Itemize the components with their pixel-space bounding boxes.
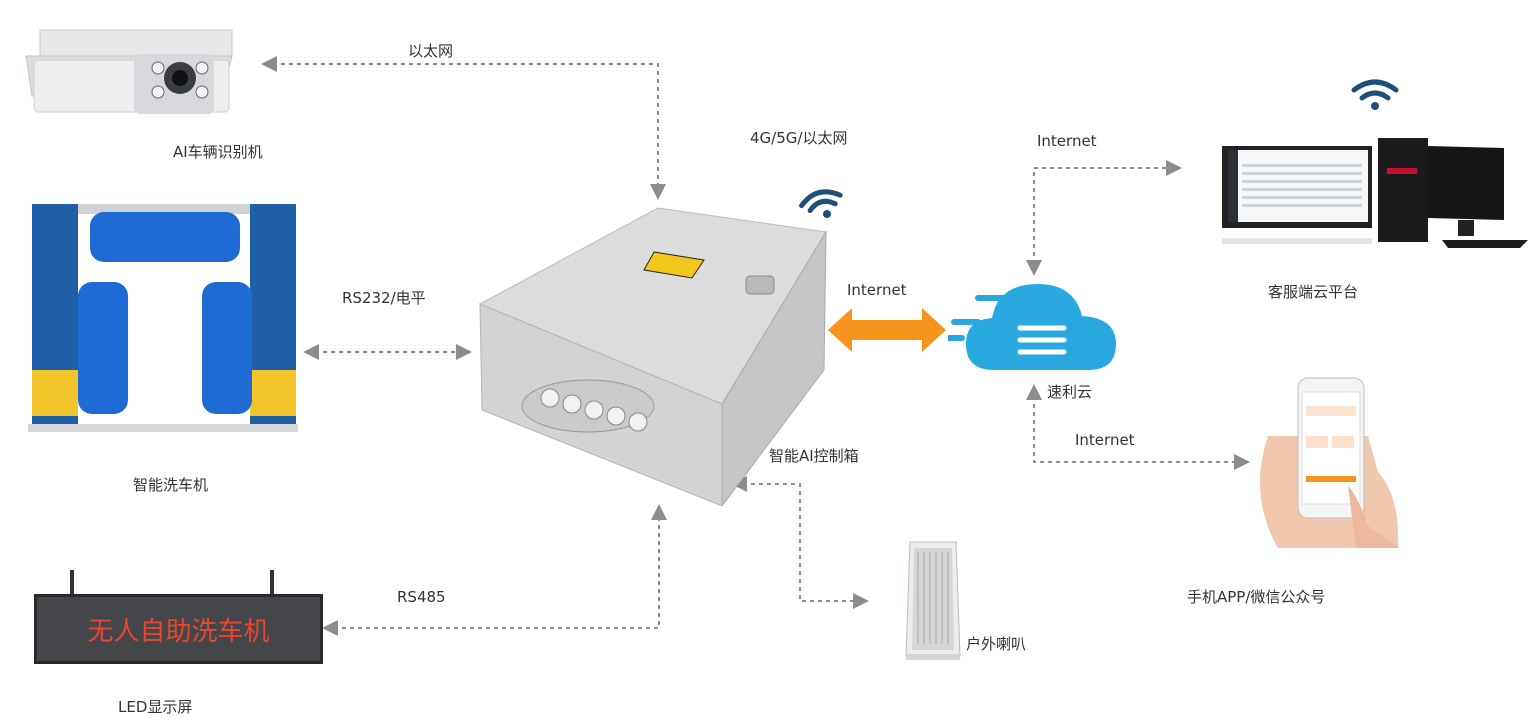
control-box-label: 智能AI控制箱	[769, 447, 859, 465]
cloud-icon	[945, 278, 1118, 374]
car-wash-label: 智能洗车机	[133, 476, 209, 494]
speaker-label: 户外喇叭	[966, 635, 1027, 653]
link-camera	[261, 56, 666, 200]
orange-double-arrow	[828, 308, 946, 352]
mobile-phone-image	[1248, 376, 1400, 548]
pc-link-label: Internet	[1037, 132, 1097, 150]
led-mount-left	[70, 570, 74, 596]
car-wash-link-label: RS232/电平	[342, 289, 426, 307]
pc-image	[1222, 128, 1528, 268]
camera-link-label: 以太网	[408, 42, 454, 60]
uplink-label: 4G/5G/以太网	[750, 129, 848, 147]
pc-label: 客服端云平台	[1268, 283, 1359, 301]
wifi-icon-pc	[1350, 76, 1400, 112]
mobile-link-label: Internet	[1075, 431, 1135, 449]
link-speaker	[731, 476, 869, 609]
led-label: LED显示屏	[118, 698, 193, 716]
led-screen-text: 无人自助洗车机	[87, 616, 270, 647]
car-wash-image	[28, 200, 298, 432]
led-link-label: RS485	[397, 588, 446, 606]
cloud-label: 速利云	[1047, 383, 1093, 401]
led-mount-right	[270, 570, 274, 596]
led-display: 无人自助洗车机	[34, 570, 323, 664]
led-screen: 无人自助洗车机	[34, 594, 323, 664]
cloud-link-label: Internet	[847, 281, 907, 299]
control-box-image	[478, 206, 828, 508]
wifi-icon	[796, 182, 852, 222]
speaker-image	[904, 540, 962, 662]
link-led	[322, 504, 667, 636]
camera-label: AI车辆识别机	[173, 143, 263, 161]
link-mobile	[1026, 384, 1250, 470]
ai-camera-image	[22, 26, 237, 120]
mobile-label: 手机APP/微信公众号	[1187, 588, 1326, 606]
link-pc	[1026, 160, 1182, 276]
